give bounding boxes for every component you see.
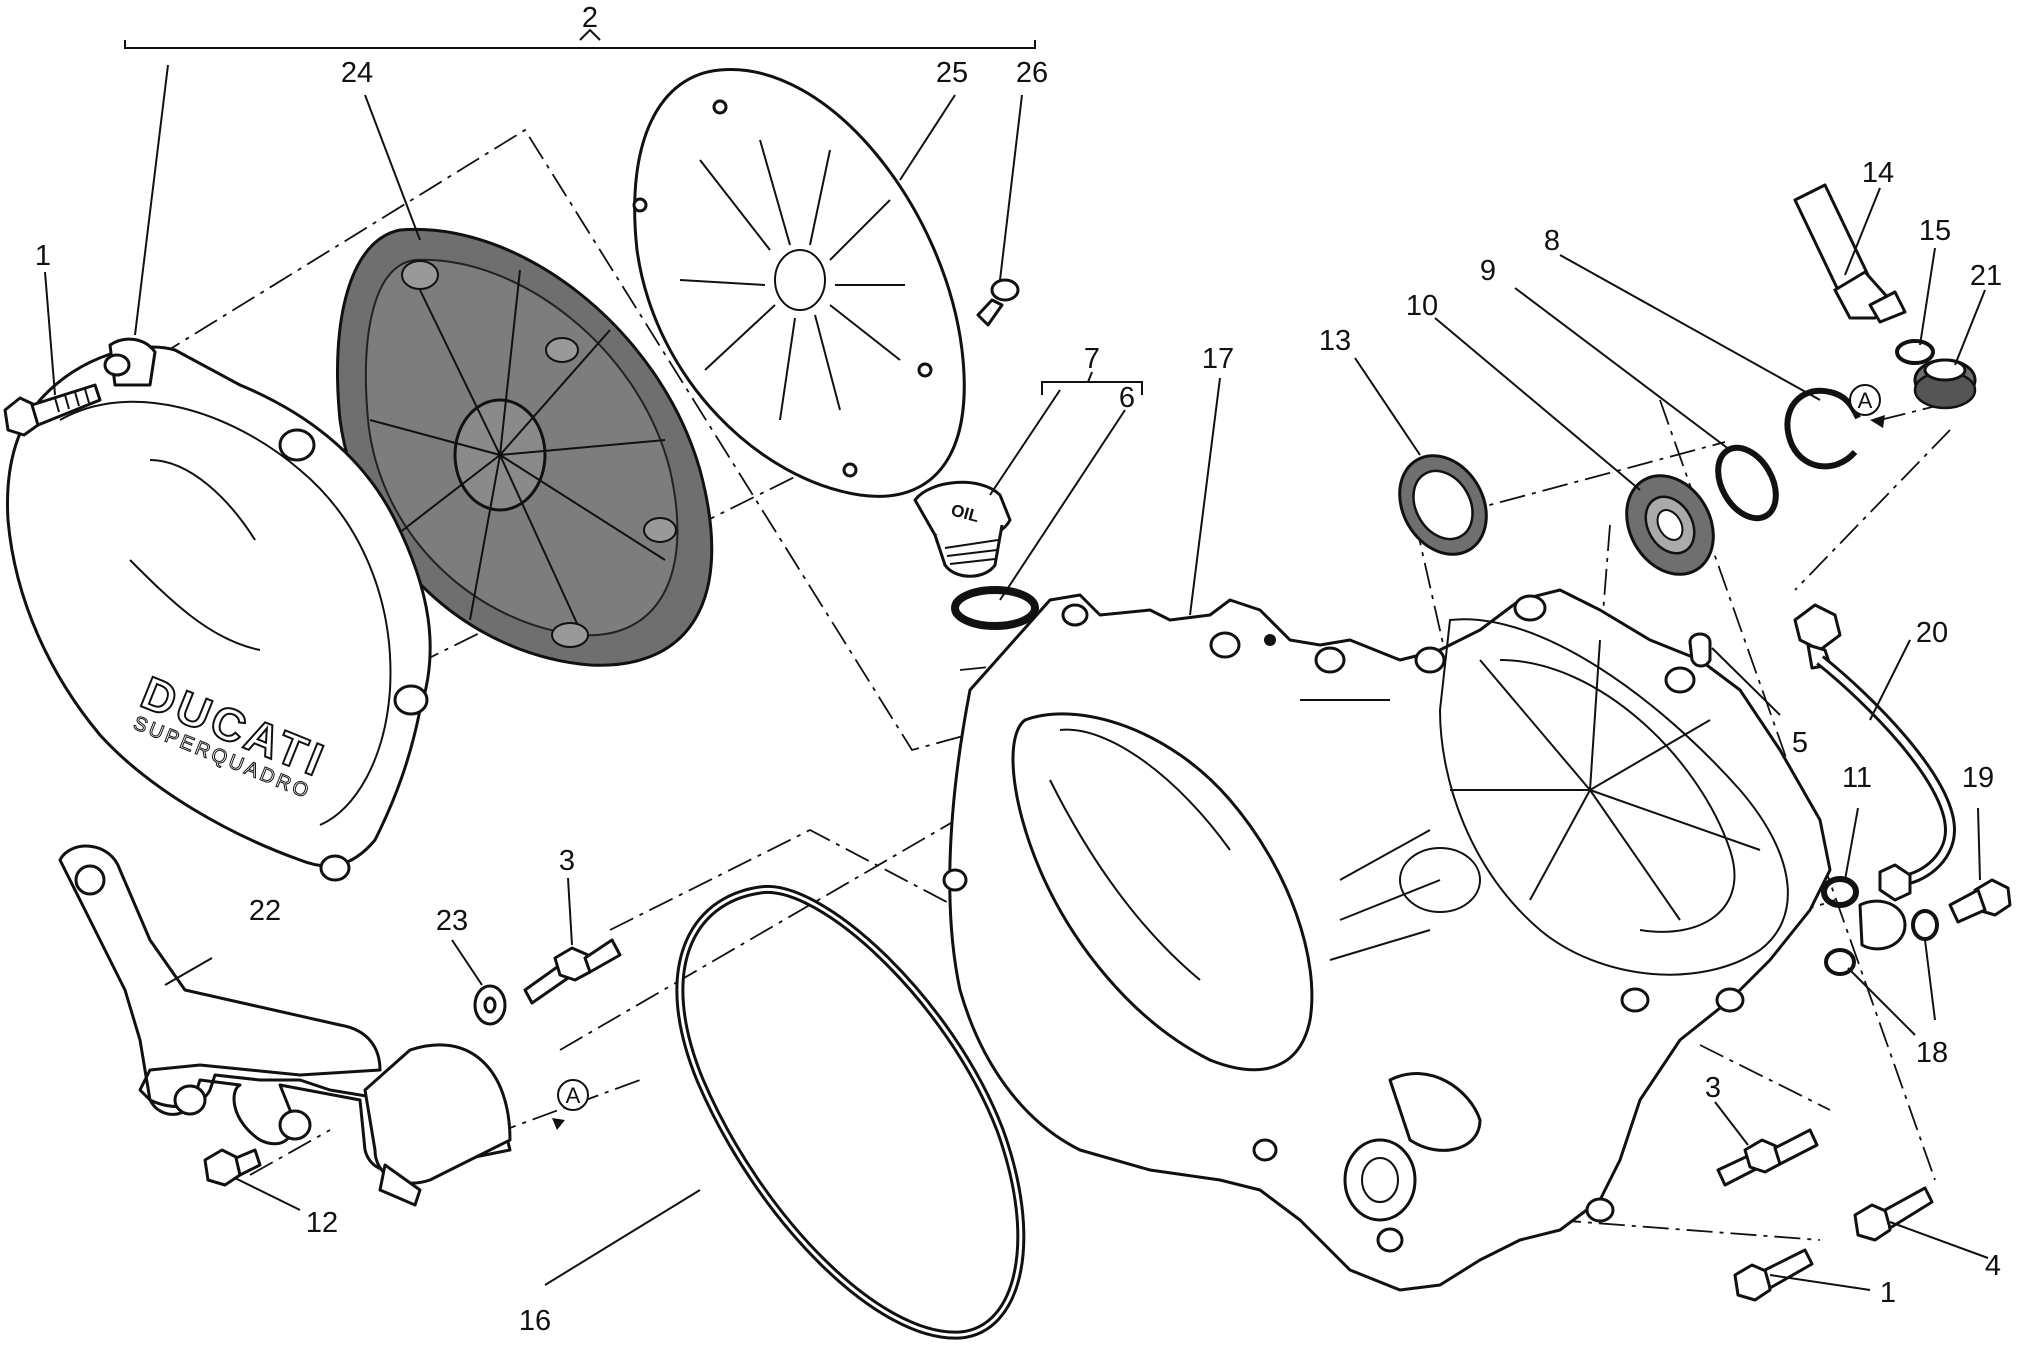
svg-text:A: A [1858,388,1873,413]
banjo-bolt [1948,878,2012,924]
stud-bolt [523,938,622,1005]
cover-bracket [58,844,512,1207]
oil-filler-cap: OIL [913,480,1012,578]
callout-9: 9 [1480,255,1496,287]
callout-1-bottom: 1 [1880,1277,1896,1309]
callout-labels: 2 24 25 26 1 7 6 17 13 10 9 8 14 15 21 2… [35,2,2002,1337]
callout-17: 17 [1202,343,1234,375]
sensor-washer [1895,339,1935,365]
stud-bolt-right [1716,1128,1819,1187]
crankcase-bolt [1853,1186,1934,1242]
clutch-cover-gasket [336,227,714,667]
callout-26: 26 [1016,57,1048,89]
callout-22: 22 [249,895,281,927]
oil-hose [1793,603,1957,951]
oil-cap-seal [951,586,1039,630]
callout-13: 13 [1319,325,1351,357]
callout-10: 10 [1406,290,1438,322]
callout-18: 18 [1916,1037,1948,1069]
callout-7: 7 [1084,343,1100,375]
leader-lines [44,28,1989,1291]
oil-seal-large [1398,454,1488,556]
callout-5: 5 [1792,727,1808,759]
callout-14: 14 [1862,157,1894,189]
clutch-cover: DUCATI SUPERQUADRO [6,337,432,882]
crankcase-cover [942,588,1832,1292]
sealing-washers [1824,909,1939,976]
bracket-bolt [203,1148,262,1187]
callout-20: 20 [1916,617,1948,649]
callout-3-right: 3 [1705,1072,1721,1104]
callout-3-left: 3 [559,845,575,877]
callout-11: 11 [1842,762,1872,794]
marker-a-bottom: A [557,1079,589,1111]
callout-24: 24 [341,57,373,89]
crankcase-bolt-long [1733,1248,1814,1302]
hose-adapter [1913,358,1977,410]
callout-21: 21 [1970,260,2002,292]
plate-screw [976,278,1020,327]
callout-19: 19 [1962,762,1994,794]
oil-pressure-switch [1793,183,1907,324]
svg-text:A: A [566,1083,581,1108]
shim-ring [1715,444,1779,522]
callout-8: 8 [1544,225,1560,257]
circlip [1784,387,1861,470]
reference-arrows [552,415,1885,1130]
callout-1-top: 1 [35,240,51,272]
callout-25: 25 [936,57,968,89]
inner-cover-plate [632,68,966,498]
callout-12: 12 [306,1207,338,1239]
callout-6: 6 [1119,382,1135,414]
callout-23: 23 [436,905,468,937]
callout-4: 4 [1985,1250,2001,1282]
banjo-washer [1821,876,1859,908]
o-ring-seal [675,884,1026,1340]
callout-16: 16 [519,1305,551,1337]
bearing [1625,474,1715,576]
callout-2: 2 [582,2,598,34]
washer [473,984,507,1026]
cover-bolt [3,383,102,437]
dowel-pin [1688,632,1712,668]
marker-a-top: A [1849,384,1881,416]
callout-15: 15 [1919,215,1951,247]
